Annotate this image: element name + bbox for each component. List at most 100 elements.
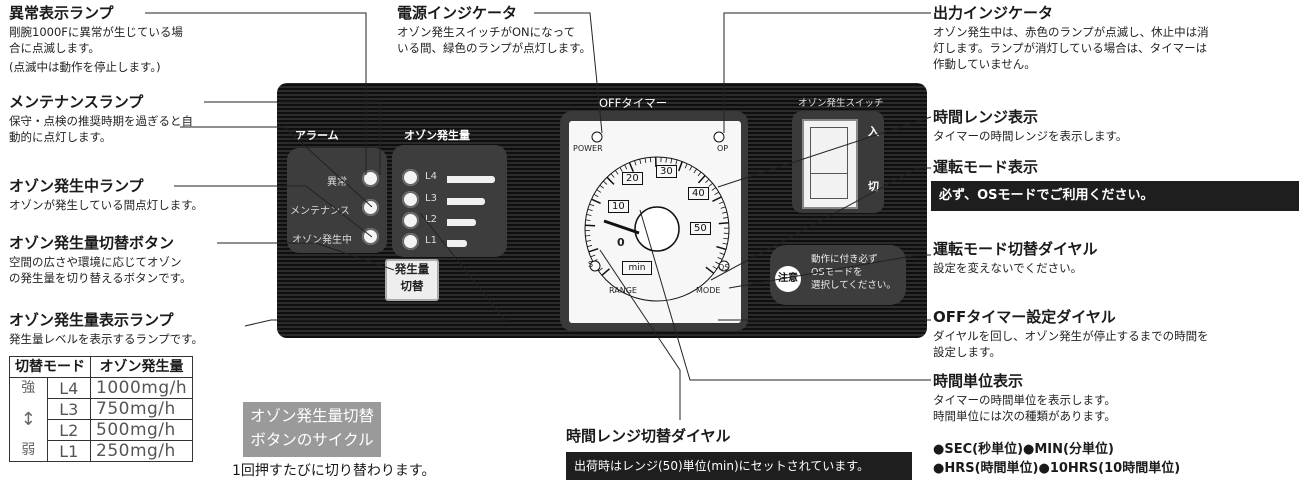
table-row: 強 L4 1000mg/h: [9, 377, 194, 399]
level-lamp-l3: [402, 191, 419, 208]
dial-tick: [697, 174, 706, 184]
dial-number-50: 50: [690, 222, 711, 235]
level-bar-l4: [447, 176, 495, 183]
abnormal-lamp-desc: 剛腕1000Fに異常が生じている場 合に点滅します。 (点滅中は動作を停止します…: [9, 25, 183, 74]
level-bar-l3: [447, 198, 485, 205]
power-indicator-title: 電源インジケータ: [397, 4, 518, 22]
table-row: L2 500mg/h: [10, 419, 194, 441]
dial-tick: [586, 214, 592, 216]
s-label: S: [588, 260, 594, 269]
level-bar-l2: [447, 219, 476, 226]
maintenance-label: メンテナンス: [290, 206, 350, 217]
level-lamp-l1: [402, 233, 419, 250]
level-bar-l1: [447, 240, 467, 247]
dial-tick: [717, 257, 723, 260]
mode-label: MODE: [696, 286, 721, 295]
dial-tick: [684, 163, 688, 169]
dial-tick: [718, 221, 729, 225]
dial-tick: [644, 157, 647, 164]
off-timer-dial-title: OFFタイマー設定ダイヤル: [933, 308, 1116, 326]
ozone-level-lamp-desc: 発生量レベルを表示するランプです。: [9, 332, 204, 346]
level-label-l1: L1: [425, 235, 437, 246]
level-lamp-l2: [402, 212, 419, 229]
dial-tick: [712, 196, 722, 203]
dial-tick: [591, 198, 601, 204]
maintenance-lamp: [362, 199, 379, 216]
power-label: POWER: [573, 144, 603, 153]
timer-dial-graphic: [584, 131, 730, 302]
mode-dial-title: 運転モード切替ダイヤル: [933, 240, 1098, 258]
os-label: OS: [718, 263, 730, 272]
time-unit-list: ●SEC(秒単位)●MIN(分単位) ●HRS(時間単位)●10HRS(10時間…: [933, 442, 1181, 476]
output-indicator-title: 出力インジケータ: [933, 4, 1054, 22]
dial-tick: [719, 252, 725, 255]
dial-tick: [624, 164, 628, 170]
ozone-switch-button[interactable]: 発生量 切替: [385, 259, 439, 301]
switch-off-label: 切: [868, 180, 879, 193]
ozone-switch-button-desc: 空間の広さや環境に応じてオゾン の発生量を切り替えるボタンです。: [9, 255, 192, 285]
abnormal-label: 異常: [327, 177, 347, 188]
dial-tick: [722, 211, 728, 214]
dial-tick: [586, 240, 592, 242]
dial-number-0: 0: [617, 236, 625, 249]
range-dial-band: 出荷時はレンジ(50)単位(min)にセットされています。: [566, 452, 912, 480]
dial-tick: [670, 158, 673, 164]
strength-top: 強: [9, 377, 48, 399]
control-panel: アラーム オゾン発生量 異常 メンテナンス オゾン発生中 L4 L3 L2 L1…: [277, 83, 927, 338]
button-label-2: 切替: [400, 279, 424, 293]
dial-tick: [619, 167, 623, 172]
level-label-l2: L2: [425, 214, 437, 225]
dial-tick: [598, 267, 603, 272]
time-range-display-desc: タイマーの時間レンジを表示します。: [933, 129, 1128, 143]
ozone-amount-heading: オゾン発生量: [404, 129, 470, 142]
dial-number-30: 30: [656, 165, 677, 178]
dial-tick: [602, 180, 608, 185]
dial-tick: [708, 182, 713, 187]
table-row: ↕ L3 750mg/h: [9, 398, 194, 441]
switch-on-label: 入: [868, 125, 879, 138]
ozone-generating-label: オゾン発生中: [292, 235, 352, 246]
level-label-l3: L3: [425, 193, 437, 204]
dial-tick: [705, 266, 715, 274]
ozone-power-switch[interactable]: [802, 119, 858, 209]
unit-label: min: [622, 261, 652, 275]
dial-tick: [689, 165, 693, 171]
dial-tick: [589, 203, 595, 207]
strength-arrow-icon: ↕: [9, 398, 48, 441]
mode-dial-desc: 設定を変えないでください。: [933, 261, 1083, 275]
dial-tick: [722, 242, 728, 245]
dial-tick: [723, 237, 729, 240]
dial-tick: [634, 160, 637, 166]
range-dial-title: 時間レンジ切替ダイヤル: [566, 427, 731, 445]
dial-ring: [584, 156, 730, 302]
cycle-box: オゾン発生量切替 ボタンのサイクル: [243, 402, 381, 457]
ozone-generating-lamp-desc: オゾンが発生している間点灯します。: [9, 198, 204, 212]
dial-tick: [712, 265, 718, 270]
off-timer-dial-desc: ダイヤルを回し、オゾン発生が停止するまでの時間を 設定します。: [933, 329, 1209, 359]
cycle-note: 1回押すたびに切り替わります。: [232, 463, 436, 479]
strength-bottom: 弱: [9, 440, 48, 462]
op-label: OP: [717, 144, 729, 153]
table-row: 弱 L1 250mg/h: [9, 440, 194, 462]
time-range-display-title: 時間レンジ表示: [933, 108, 1039, 126]
dial-tick: [678, 161, 683, 172]
dial-tick: [675, 159, 678, 165]
mode-table-header-amount: オゾン発生量: [89, 356, 194, 378]
dial-tick: [601, 268, 610, 276]
caution-text: 動作に付き必ず OSモードを 選択してください。: [811, 254, 896, 291]
dial-tick: [614, 170, 619, 175]
maintenance-lamp-title: メンテナンスランプ: [9, 93, 144, 111]
dial-tick: [610, 173, 615, 178]
dial-tick: [665, 157, 667, 163]
dial-tick: [628, 162, 634, 173]
ozone-generating-lamp-title: オゾン発生中ランプ: [9, 177, 144, 195]
ozone-level-lamp-title: オゾン発生量表示ランプ: [9, 311, 174, 329]
dial-tick: [606, 176, 615, 185]
dial-tick: [593, 193, 599, 198]
dial-tick: [697, 171, 702, 177]
dial-tick: [596, 189, 602, 193]
abnormal-lamp-title: 異常表示ランプ: [9, 4, 114, 22]
mode-table: 切替モード オゾン発生量 強 L4 1000mg/h ↕ L3 750mg/h …: [9, 356, 194, 462]
power-indicator-desc: オゾン発生スイッチがONになって いる間、緑色のランプが点灯します。: [397, 25, 592, 55]
